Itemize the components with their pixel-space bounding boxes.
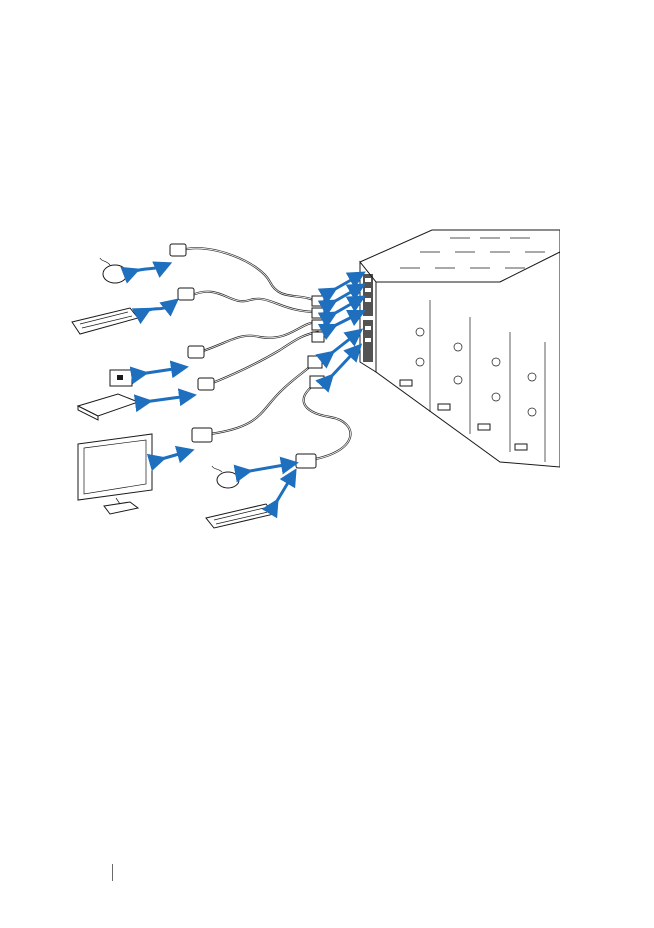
smart-card-icon bbox=[110, 370, 132, 386]
connection-diagram bbox=[60, 222, 560, 532]
cable-connection-figure bbox=[60, 222, 560, 532]
external-drive-icon bbox=[78, 394, 138, 420]
server-chassis bbox=[360, 230, 560, 467]
connectors bbox=[170, 244, 324, 468]
keyboard-icon bbox=[206, 504, 274, 528]
footer-divider bbox=[112, 864, 113, 881]
keyboard-icon bbox=[72, 308, 138, 334]
mouse-icon bbox=[212, 466, 239, 488]
mouse-icon bbox=[100, 258, 127, 283]
monitor-icon bbox=[78, 434, 152, 514]
